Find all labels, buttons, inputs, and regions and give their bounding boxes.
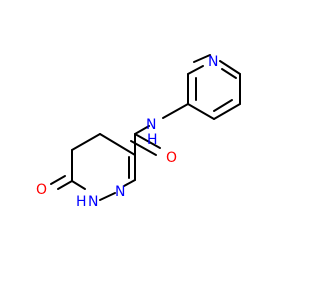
bond (134, 125, 150, 135)
atom-label-nitrogen: N (146, 117, 156, 133)
bonds (50, 54, 241, 201)
bond (57, 180, 73, 190)
bond (71, 180, 86, 190)
atom-label-hydrogen: H (76, 194, 87, 210)
bond (193, 54, 211, 63)
atom-label-hydrogen: H (147, 132, 158, 148)
atom-label-oxygen: O (166, 150, 177, 166)
bond (123, 179, 136, 187)
bond (187, 65, 204, 75)
atom-label-nitrogen: N (115, 184, 125, 200)
bond (130, 140, 157, 156)
bond (99, 192, 116, 201)
bond (162, 103, 189, 119)
molecule-structure: O N H N O N H N (36, 54, 241, 210)
bond (71, 133, 101, 151)
atom-label-oxygen: O (36, 182, 47, 198)
bond (187, 103, 215, 120)
bond (134, 133, 161, 149)
atom-labels: O N H N O N H N (36, 54, 218, 210)
atom-label-nitrogen: N (208, 54, 218, 70)
bond (99, 133, 136, 156)
bond (213, 103, 241, 120)
bond (219, 60, 241, 75)
atom-label-nitrogen: N (88, 194, 98, 210)
bond (221, 68, 237, 79)
bond (213, 99, 233, 112)
bond (50, 175, 66, 185)
